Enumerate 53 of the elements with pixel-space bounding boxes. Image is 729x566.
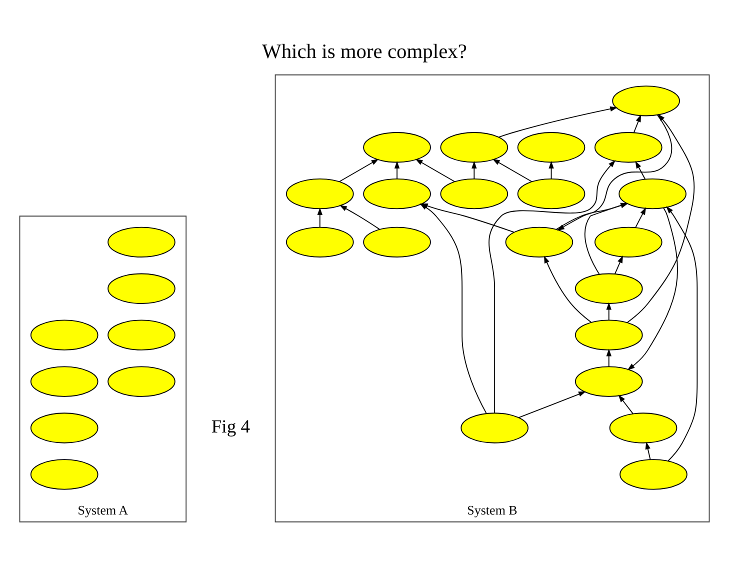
arrow — [415, 158, 456, 182]
node-ellipse — [620, 458, 688, 490]
arrow — [635, 160, 646, 180]
arrow — [548, 160, 554, 179]
arrow — [317, 207, 322, 228]
arrow — [544, 255, 592, 322]
arrow — [488, 160, 616, 413]
node-ellipse — [612, 85, 680, 116]
node-ellipse — [574, 319, 643, 350]
node-ellipse — [594, 226, 662, 257]
arrow — [633, 114, 642, 133]
node-ellipse — [108, 272, 176, 304]
node-ellipse — [30, 412, 98, 443]
node-ellipse — [440, 178, 508, 209]
arrow — [626, 113, 695, 323]
arrow — [394, 160, 400, 179]
node-ellipse — [108, 366, 176, 396]
arrow — [492, 158, 532, 182]
arrow — [614, 255, 623, 274]
arrow — [618, 394, 634, 414]
arrow — [472, 160, 477, 179]
arrow — [606, 348, 612, 366]
arrow — [606, 302, 612, 320]
cluster: System A — [19, 215, 187, 522]
arrow — [518, 390, 586, 418]
node-ellipse — [286, 226, 354, 257]
arrow — [645, 441, 651, 460]
node-ellipse — [440, 132, 508, 162]
arrow — [666, 206, 698, 461]
arrow — [627, 206, 678, 370]
node-ellipse — [30, 366, 98, 396]
node-ellipse — [517, 178, 586, 209]
node-ellipse — [108, 226, 176, 257]
arrow — [340, 204, 380, 230]
cluster: System B — [274, 74, 710, 522]
arrow — [498, 106, 618, 138]
node-ellipse — [108, 319, 176, 350]
node-ellipse — [609, 412, 678, 443]
node-ellipse — [363, 226, 431, 257]
node-ellipse — [30, 319, 98, 350]
node-ellipse — [30, 458, 98, 490]
arrow — [338, 158, 379, 182]
caption: Fig 4 — [211, 416, 250, 438]
node-ellipse — [460, 412, 528, 443]
node-ellipse — [574, 272, 643, 304]
diagram-title: Which is more complex? — [262, 40, 467, 62]
node-ellipse — [363, 132, 431, 162]
arrow — [635, 206, 646, 228]
node-ellipse — [517, 132, 586, 162]
node-ellipse — [505, 226, 574, 257]
arrow — [556, 114, 672, 230]
node-ellipse — [594, 132, 662, 162]
node-ellipse — [286, 178, 354, 209]
